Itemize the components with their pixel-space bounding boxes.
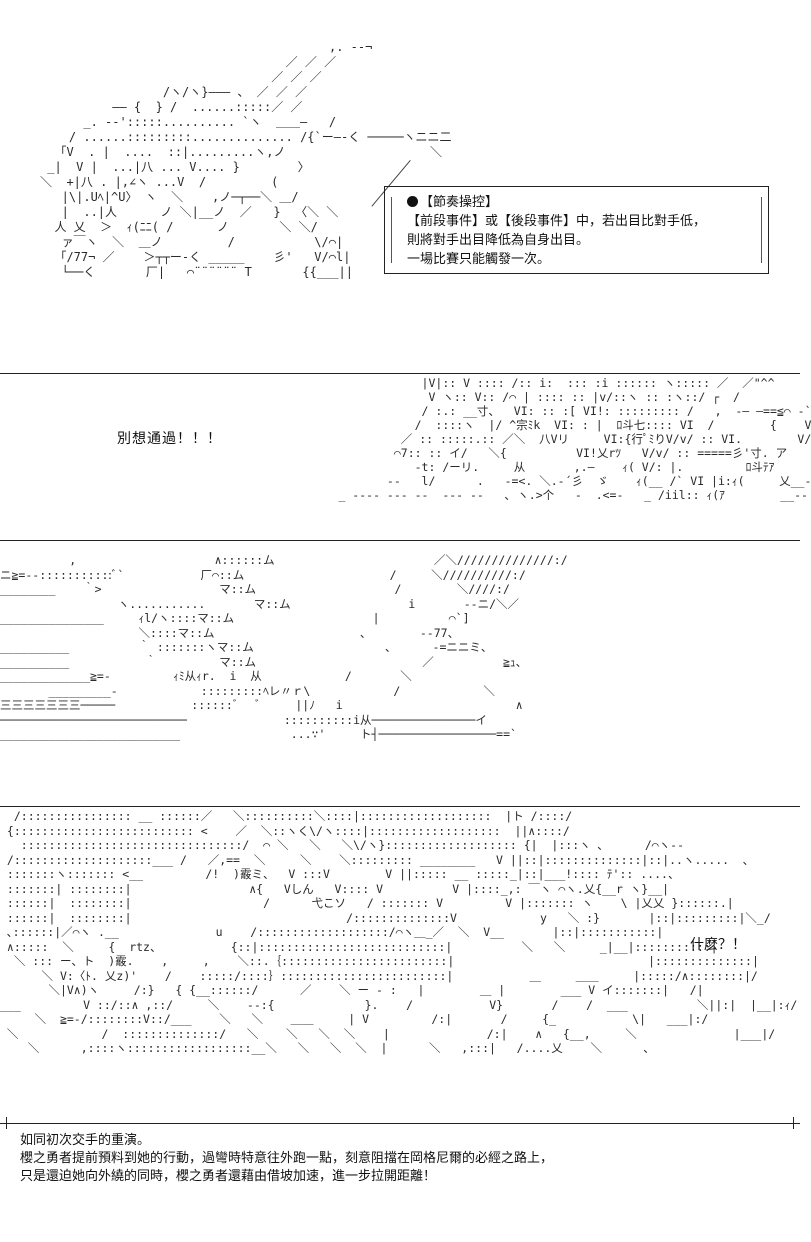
rule-card-line-1: 【前段事件】或【後段事件】中，若出目比對手低， [407, 214, 707, 229]
narration-divider-right-tick [793, 1117, 794, 1129]
rule-card: 【節奏操控】 【前段事件】或【後段事件】中，若出目比對手低， 則將對手出目降低為… [384, 186, 769, 274]
panel-divider-2 [0, 540, 800, 541]
ascii-art-horse-rider-1: ,. -‐¬ ／ ／ ／ ／ ／ ／ /ヽ/ヽ}――― 、 ／ ／ ／ ―― {… [40, 40, 452, 279]
narration-divider [0, 1123, 800, 1124]
narration-line-2: 櫻之勇者提前預料到她的行動，過彎時特意往外跑一點，刻意阻擋在岡格尼爾的必經之路上… [20, 1151, 554, 1166]
panel-1: ,. -‐¬ ／ ／ ／ ／ ／ ／ /ヽ/ヽ}――― 、 ／ ／ ／ ―― {… [0, 0, 811, 372]
panel-divider-3 [0, 806, 800, 807]
rule-card-left-bar [391, 197, 392, 263]
narration-text: 如同初次交手的重演。 櫻之勇者提前預料到她的行動，過彎時特意往外跑一點，刻意阻擋… [20, 1132, 553, 1186]
panel-4: /:::::::::::::::: __ ::::::／ ＼::::::::::… [0, 809, 811, 1119]
narration-divider-left-tick [6, 1117, 7, 1129]
panel-divider-1 [0, 373, 800, 374]
panel-3: , ∧::::::ム ／＼//////////////:/ ニ≧=-‐:::::… [0, 543, 811, 801]
bullet-icon [407, 196, 418, 207]
rule-card-line-3: 一場比賽只能觸發一次。 [407, 252, 551, 267]
rule-card-title: 【節奏操控】 [420, 195, 499, 210]
speech-text: 什麽？！ [690, 937, 746, 953]
ascii-art-speed-chase: , ∧::::::ム ／＼//////////////:/ ニ≧=-‐:::::… [0, 553, 568, 741]
rule-card-right-bar [761, 197, 762, 263]
rule-card-line-2: 則將對手出目降低為自身出目。 [407, 233, 590, 248]
narration-line-3: 只是還迫她向外繞的同時，櫻之勇者還藉由借坡加速，進一步拉開距離！ [20, 1169, 437, 1184]
ascii-art-horse-rider-2: |V|:: V :::: /:: i: ::: :i :::::: ヽ:::::… [338, 376, 811, 502]
narration-line-1: 如同初次交手的重演。 [20, 1133, 151, 1148]
shout-text: 別想通過！！！ [117, 431, 222, 447]
ascii-art-horse-rider-3: /:::::::::::::::: __ ::::::／ ＼::::::::::… [0, 809, 798, 1055]
panel-2: |V|:: V :::: /:: i: ::: :i :::::: ヽ:::::… [0, 376, 811, 538]
rule-card-text: 【節奏操控】 【前段事件】或【後段事件】中，若出目比對手低， 則將對手出目降低為… [407, 193, 706, 269]
